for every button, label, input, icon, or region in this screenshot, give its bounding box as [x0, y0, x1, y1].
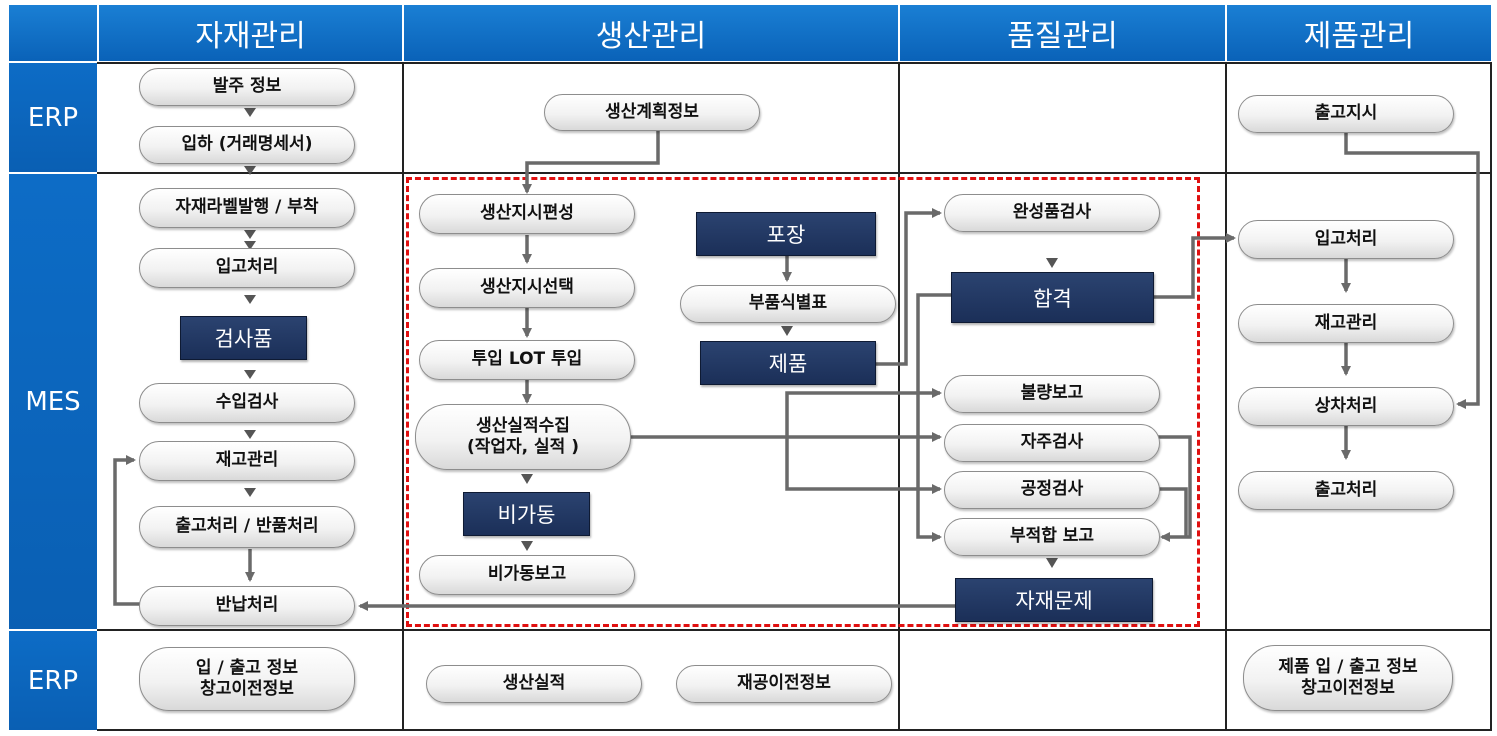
- node-return-delivery: 반납처리: [139, 586, 355, 626]
- node-product-receiving: 입고처리: [1238, 220, 1454, 259]
- row-label-mes: MES: [9, 174, 97, 629]
- arrow-down: [244, 241, 256, 250]
- node-part-label: 부품식별표: [680, 285, 896, 323]
- grid-line: [898, 62, 900, 731]
- arrow-down: [244, 108, 256, 117]
- arrow-down: [244, 370, 256, 379]
- grid-line: [97, 172, 1492, 174]
- node-product: 제품: [700, 341, 876, 385]
- node-self-inspection: 자주검사: [944, 424, 1160, 462]
- arrow-down: [1046, 558, 1058, 568]
- node-downtime: 비가동: [463, 492, 590, 536]
- node-erp-production-result: 생산실적: [426, 665, 642, 703]
- node-defect-report: 불량보고: [944, 375, 1160, 413]
- arrow-return-loop: [113, 455, 140, 606]
- node-order-select: 생산지시선택: [419, 268, 635, 308]
- arrow-pass-to-receiving: [1154, 233, 1236, 299]
- node-loading: 상차처리: [1238, 387, 1454, 426]
- arrow-plan-to-order: [522, 131, 660, 194]
- node-order-compose: 생산지시편성: [419, 194, 635, 234]
- node-shipping-return: 출고처리 / 반품처리: [139, 506, 355, 548]
- node-inspection-item: 검사품: [180, 316, 307, 360]
- arrow-down: [244, 430, 256, 439]
- production-quality-region: [406, 177, 1200, 627]
- grid-line: [402, 62, 404, 731]
- node-product-erp-io: 제품 입 / 출고 정보 창고이전정보: [1243, 645, 1453, 711]
- arrow-pass-to-nonconform: [916, 293, 951, 542]
- grid-line: [97, 629, 1492, 631]
- node-material-inventory: 재고관리: [139, 441, 355, 481]
- arrow-down: [244, 230, 256, 239]
- arrow-to-process-inspection: [785, 437, 942, 494]
- arrow-down: [244, 295, 256, 304]
- arrow-process-to-nonconform: [1157, 487, 1188, 537]
- grid-line: [97, 62, 1492, 64]
- grid-line: [1225, 62, 1227, 731]
- arrow-down: [244, 166, 256, 175]
- node-label-print: 자재라벨발행 / 부착: [139, 188, 355, 228]
- row-label-erp-top: ERP: [9, 63, 97, 172]
- node-arrival: 입하 (거래명세서): [139, 126, 355, 164]
- arrow-to-defect-report: [785, 388, 942, 437]
- node-material-erp-io: 입 / 출고 정보 창고이전정보: [139, 647, 355, 711]
- node-downtime-report: 비가동보고: [419, 555, 635, 595]
- node-packaging: 포장: [696, 212, 876, 256]
- node-material-issue: 자재문제: [955, 578, 1153, 622]
- node-order-info: 발주 정보: [139, 68, 355, 106]
- node-final-inspection: 완성품검사: [944, 194, 1160, 232]
- header-material: 자재관리: [99, 5, 402, 61]
- node-nonconform-report: 부적합 보고: [944, 518, 1160, 556]
- grid-line: [97, 729, 1492, 731]
- node-material-receiving: 입고처리: [139, 248, 355, 288]
- grid-line: [1490, 62, 1492, 731]
- header-corner: [9, 5, 97, 61]
- node-product-inventory: 재고관리: [1238, 304, 1454, 343]
- arrow-down: [521, 474, 533, 484]
- row-label-erp-bottom: ERP: [9, 631, 97, 730]
- node-pass: 합격: [951, 272, 1154, 323]
- arrow-down: [1046, 258, 1058, 268]
- node-process-inspection: 공정검사: [944, 471, 1160, 509]
- node-erp-wip: 재공이전정보: [676, 665, 892, 703]
- arrow-down: [521, 541, 533, 551]
- arrow-down: [781, 326, 793, 336]
- node-incoming-inspection: 수입검사: [139, 383, 355, 423]
- node-production-plan: 생산계획정보: [544, 94, 760, 131]
- node-result-collect: 생산실적수집 (작업자, 실적 ): [415, 404, 631, 470]
- node-shipping-order: 출고지시: [1238, 95, 1454, 133]
- arrow-down: [244, 488, 256, 497]
- node-lot-input: 투입 LOT 투입: [419, 340, 635, 380]
- arrow-self-to-nonconform: [1157, 435, 1192, 542]
- header-production: 생산관리: [404, 5, 898, 61]
- arrow-product-to-inspection: [876, 208, 942, 366]
- header-quality: 품질관리: [900, 5, 1225, 61]
- arrow-order-to-loading: [1344, 133, 1480, 409]
- node-product-shipping: 출고처리: [1238, 471, 1454, 510]
- header-product: 제품관리: [1227, 5, 1491, 61]
